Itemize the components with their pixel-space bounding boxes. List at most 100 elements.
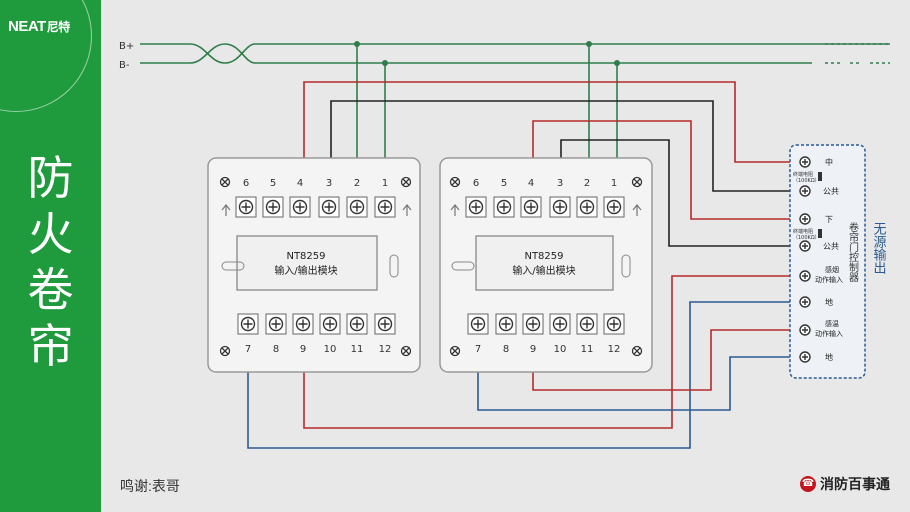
- terminal-screw: [799, 213, 811, 225]
- terminal-screw: [799, 185, 811, 197]
- svg-text:动作输入: 动作输入: [815, 275, 843, 284]
- svg-text:下: 下: [825, 215, 833, 224]
- terminal-row: [235, 196, 396, 218]
- terminal-screw: [799, 324, 811, 336]
- terminal-row: [799, 156, 811, 363]
- input-wires: [247, 275, 805, 449]
- brand-logo: NEAT尼特: [8, 18, 70, 35]
- svg-text:地: 地: [825, 297, 833, 307]
- svg-text:6: 6: [243, 178, 249, 189]
- terminal-screw: [465, 196, 487, 218]
- svg-text:8: 8: [273, 344, 279, 355]
- terminal-screw: [289, 196, 311, 218]
- svg-text:2: 2: [354, 178, 360, 189]
- terminal-screw: [576, 196, 598, 218]
- svg-text:12: 12: [379, 344, 392, 355]
- bus-lines: [140, 43, 890, 64]
- module-1-name: 输入/输出模块: [274, 264, 337, 277]
- svg-text:感温: 感温: [825, 319, 839, 328]
- brand-mark: ☎ 消防百事通: [800, 474, 890, 494]
- mounting-screw-icon: [449, 345, 461, 357]
- terminal-screw: [265, 313, 287, 335]
- io-module-1: NT8259 输入/输出模块 6 5 4 3 2 1 7 8 9 10 11 1…: [207, 157, 421, 373]
- mounting-screw-icon: [219, 345, 231, 357]
- mounting-screw-icon: [400, 345, 412, 357]
- svg-text:终端电阻: 终端电阻: [793, 228, 813, 235]
- terminal-screw: [237, 313, 259, 335]
- terminal-screw: [467, 313, 489, 335]
- brand-name: 消防百事通: [820, 476, 890, 492]
- module-2-arrows: [450, 204, 642, 216]
- svg-text:11: 11: [581, 344, 594, 355]
- module-1-bottom-labels: 7 8 9 10 11 12: [245, 344, 392, 355]
- svg-text:4: 4: [528, 178, 534, 189]
- terminal-screw: [549, 196, 571, 218]
- resistor-notes: 终端电阻 （100KΩ） 终端电阻 （100KΩ）: [793, 171, 820, 241]
- terminal-screw: [799, 296, 811, 308]
- terminal-screw: [292, 313, 314, 335]
- mounting-screw-icon: [449, 176, 461, 188]
- svg-text:7: 7: [245, 344, 251, 355]
- bus-minus-label: B-: [119, 60, 130, 71]
- terminal-screw: [318, 196, 340, 218]
- svg-text:5: 5: [270, 178, 276, 189]
- terminal-screw: [262, 196, 284, 218]
- terminal-screw: [374, 313, 396, 335]
- bus-plus-label: B+: [119, 41, 134, 52]
- terminal-screw: [799, 270, 811, 282]
- sidebar: NEAT尼特 防 火 卷 帘: [0, 0, 101, 512]
- terminal-screw: [374, 196, 396, 218]
- controller-label: 卷帘门控制器: [847, 221, 859, 283]
- svg-text:12: 12: [608, 344, 621, 355]
- terminal-row: [465, 196, 625, 218]
- svg-text:感烟: 感烟: [825, 265, 839, 274]
- svg-text:1: 1: [611, 178, 617, 189]
- svg-text:7: 7: [475, 344, 481, 355]
- io-module-2: NT8259 输入/输出模块 6 5 4 3 2 1 7 8 9 10 11 1…: [439, 157, 653, 373]
- svg-text:3: 3: [326, 178, 332, 189]
- svg-text:10: 10: [324, 344, 337, 355]
- terminal-screw: [346, 196, 368, 218]
- mounting-screw-icon: [631, 345, 643, 357]
- bus-junctions: [354, 41, 620, 66]
- svg-text:地: 地: [825, 352, 833, 362]
- terminal-screw: [799, 351, 811, 363]
- svg-text:9: 9: [530, 344, 536, 355]
- terminal-row: [467, 313, 625, 335]
- credit-text: 鸣谢:表哥: [120, 478, 180, 494]
- mounting-screw-icon: [631, 176, 643, 188]
- output-wires: [303, 81, 805, 247]
- svg-text:3: 3: [557, 178, 563, 189]
- svg-text:公共: 公共: [823, 242, 839, 251]
- terminal-screw: [493, 196, 515, 218]
- module-2-model: NT8259: [524, 251, 563, 262]
- svg-text:8: 8: [503, 344, 509, 355]
- module-1-arrows: [221, 204, 412, 216]
- module-2-name: 输入/输出模块: [512, 264, 575, 277]
- terminal-screw: [799, 156, 811, 168]
- terminal-screw: [520, 196, 542, 218]
- svg-text:2: 2: [584, 178, 590, 189]
- mounting-screw-icon: [219, 176, 231, 188]
- svg-text:中: 中: [825, 157, 833, 167]
- terminal-screw: [603, 196, 625, 218]
- terminal-screw: [235, 196, 257, 218]
- terminal-screw: [799, 240, 811, 252]
- terminal-screw: [549, 313, 571, 335]
- mounting-screws: [449, 176, 643, 357]
- terminal-screw: [603, 313, 625, 335]
- terminal-screw: [319, 313, 341, 335]
- svg-text:（100KΩ）: （100KΩ）: [793, 235, 820, 241]
- passive-output-label: 无源输出: [871, 222, 887, 274]
- mounting-screw-icon: [400, 176, 412, 188]
- svg-text:11: 11: [351, 344, 364, 355]
- svg-text:公共: 公共: [823, 187, 839, 196]
- phone-icon: ☎: [800, 476, 816, 492]
- terminal-screw: [495, 313, 517, 335]
- svg-text:4: 4: [297, 178, 303, 189]
- svg-text:终端电阻: 终端电阻: [793, 171, 813, 178]
- controller-terminal-labels: 中 公共 下 公共 感烟 动作输入 地 感温 动作输入 地: [815, 157, 843, 362]
- terminal-screw: [346, 313, 368, 335]
